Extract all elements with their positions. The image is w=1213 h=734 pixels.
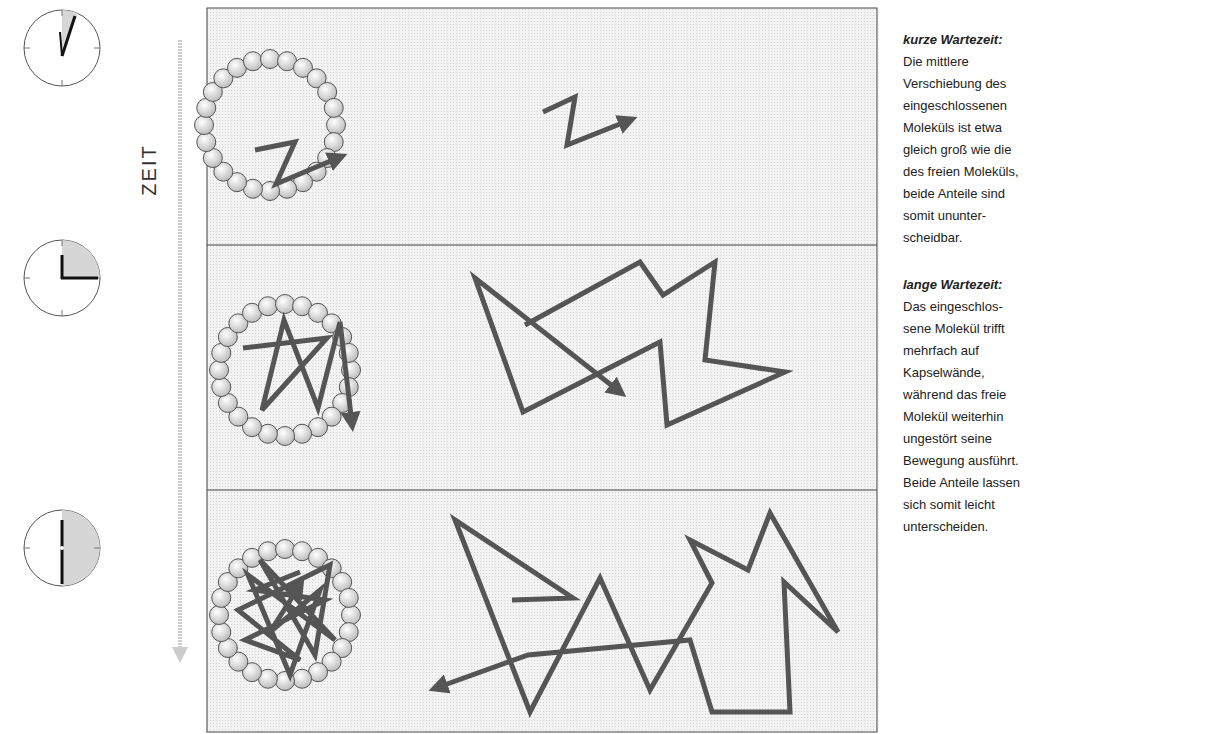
- capsule-bead: [276, 295, 295, 314]
- capsule-bead: [197, 133, 216, 152]
- random-walks: [238, 97, 838, 712]
- capsule-bead: [243, 52, 262, 71]
- capsule-bead: [327, 116, 346, 135]
- note-text: Die mittlere Verschiebung des eingeschlo…: [903, 51, 1031, 249]
- capsule-bead: [258, 297, 277, 316]
- clock: [24, 510, 100, 586]
- capsule-bead: [293, 424, 312, 443]
- capsule-bead: [339, 588, 358, 607]
- capsule-bead: [210, 606, 229, 625]
- clock: [24, 240, 100, 316]
- clock: [24, 10, 100, 86]
- capsule-bead: [212, 378, 231, 397]
- heading: kurze Wartezeit:: [903, 29, 1033, 51]
- axis-label: ZEIT: [136, 144, 160, 195]
- capsule-bead: [258, 542, 277, 561]
- capsule-bead: [212, 623, 231, 642]
- capsule-bead: [210, 361, 229, 380]
- capsule-bead: [261, 50, 280, 69]
- capsule-bead: [276, 427, 295, 446]
- capsule-bead: [324, 98, 343, 117]
- panels: [207, 8, 877, 732]
- capsule-bead: [276, 540, 295, 559]
- note-text: Das eingeschlos- sene Molekül trifft meh…: [903, 296, 1031, 538]
- capsule-bead: [342, 606, 361, 625]
- capsules: [195, 50, 361, 691]
- heading: lange Wartezeit:: [903, 274, 1033, 296]
- capsule-bead: [293, 669, 312, 688]
- time-arrow: [178, 40, 182, 655]
- capsule-bead: [195, 116, 214, 135]
